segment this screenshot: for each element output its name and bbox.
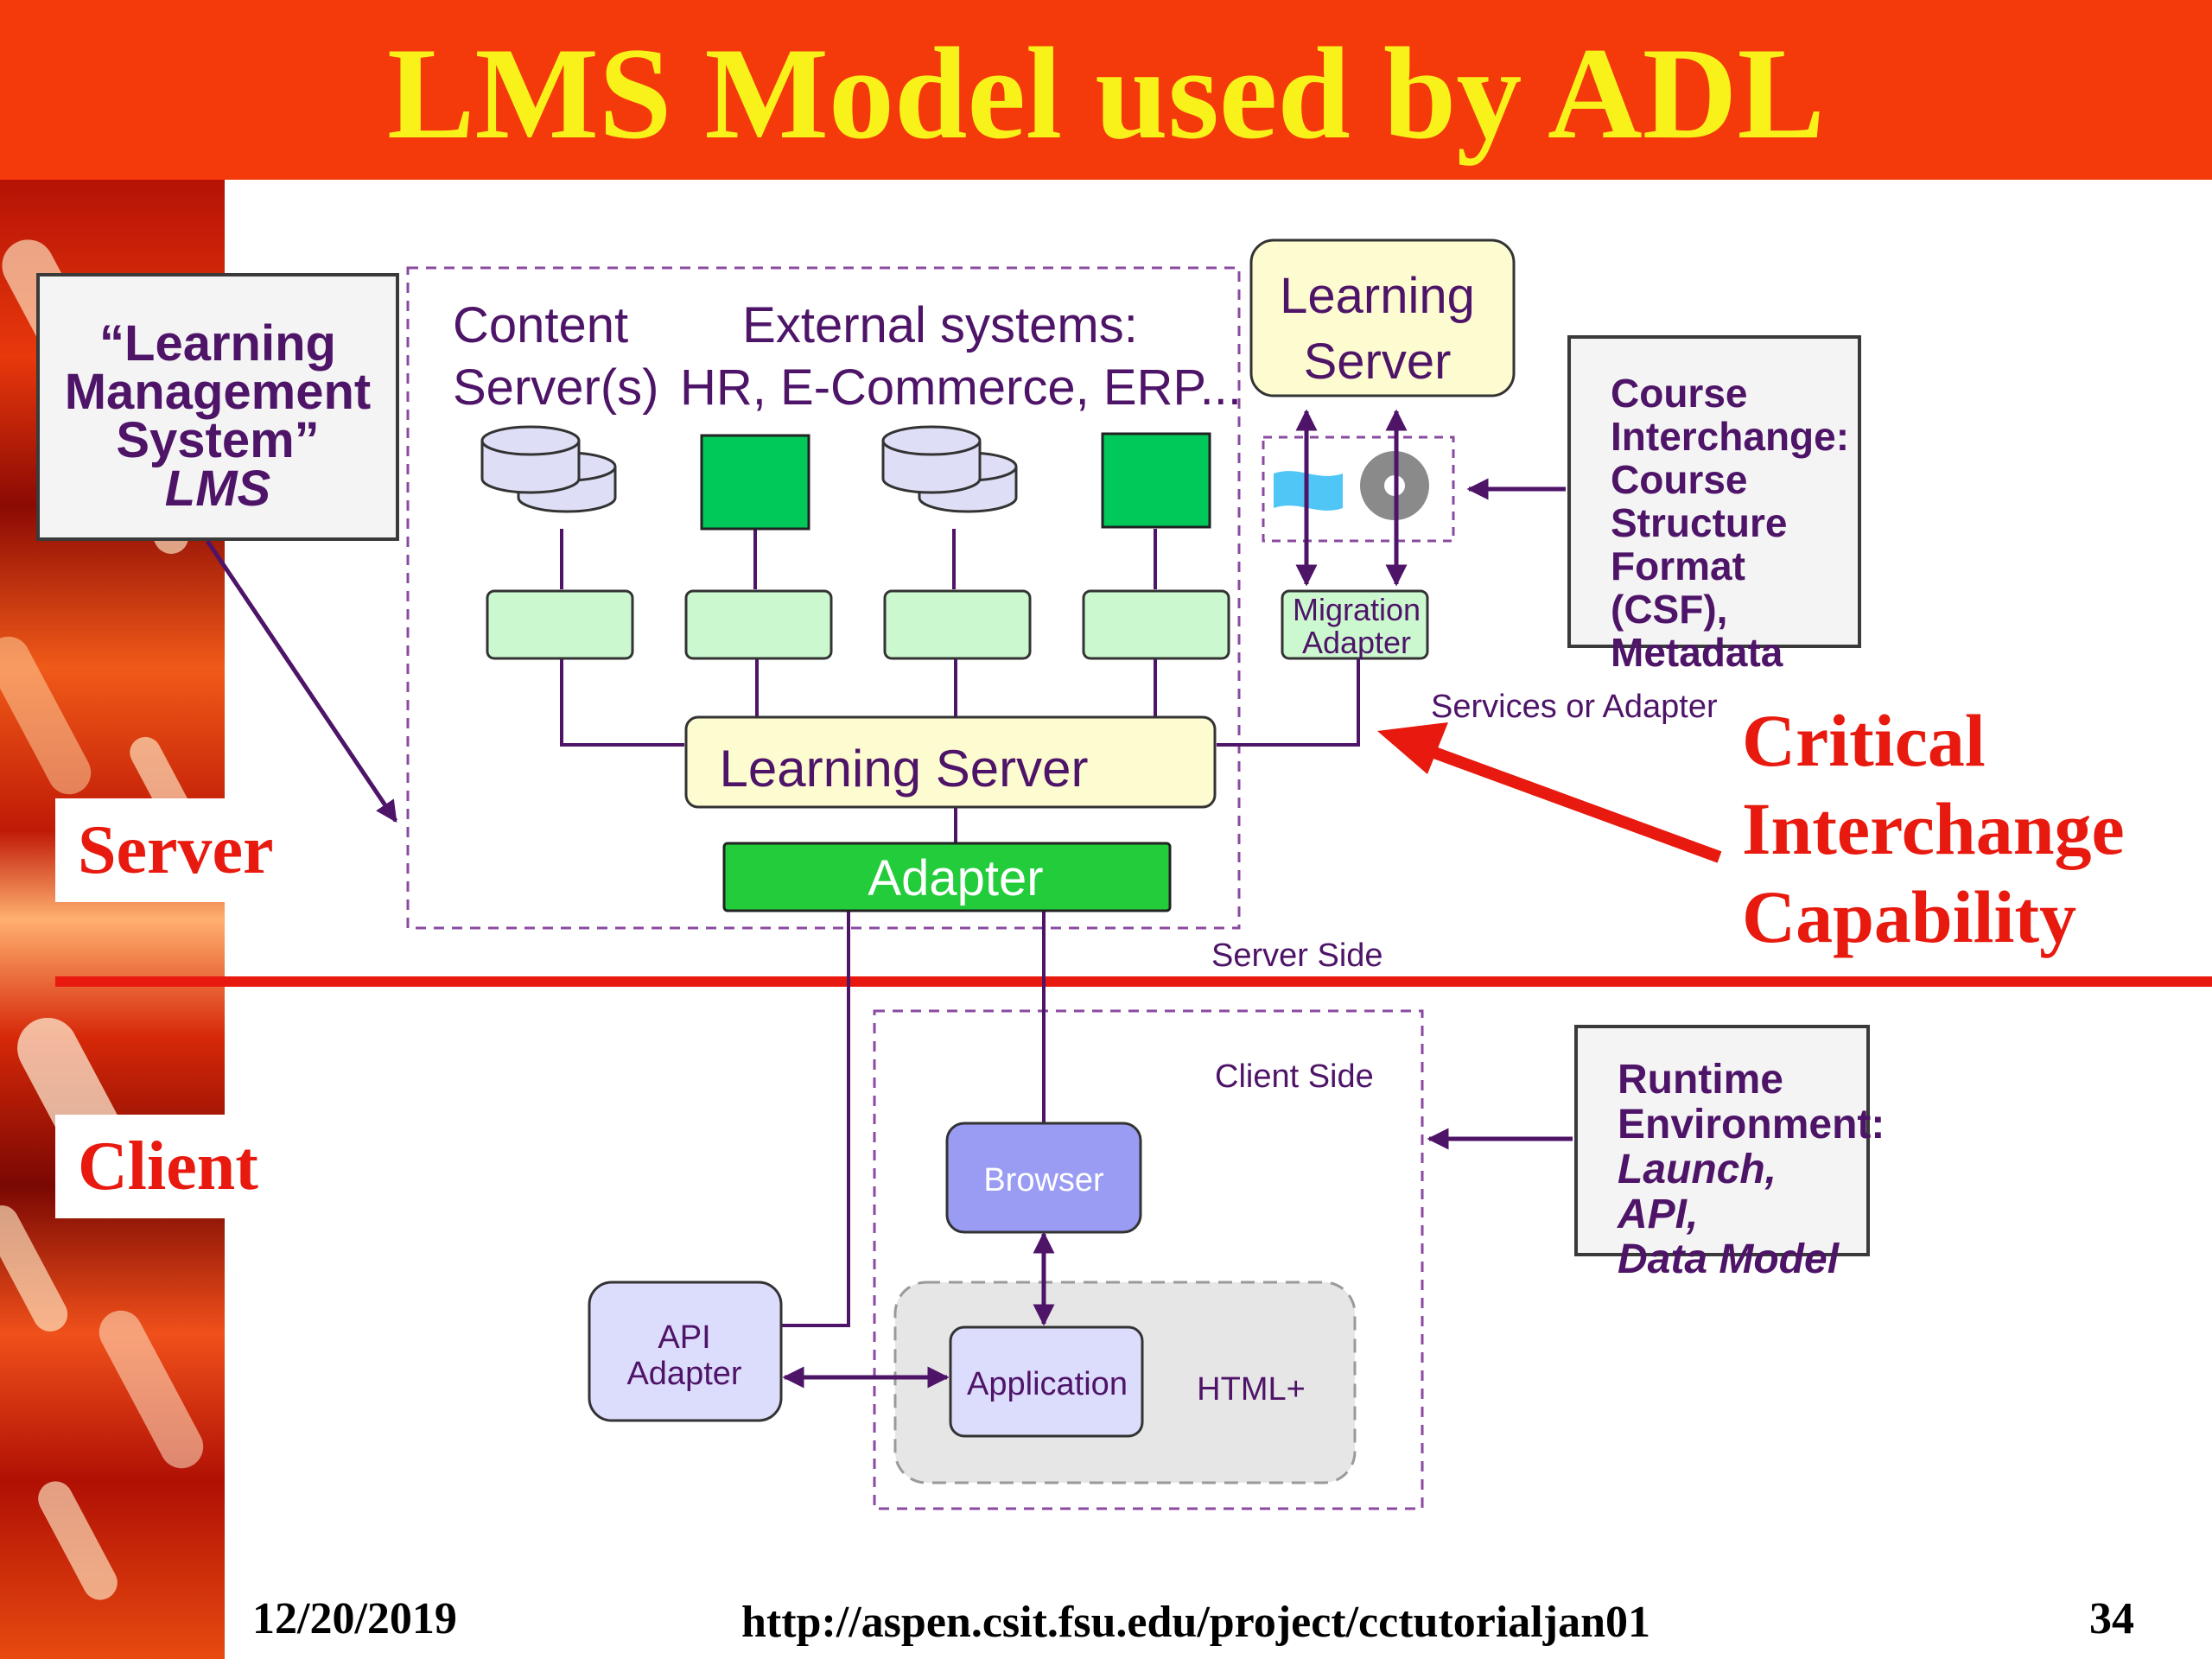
lms-pointer-arrow [205,539,398,823]
services-or-adapter-label: Services or Adapter [1431,689,1718,725]
connector-adapter-api [781,911,850,1327]
critical-line-2: Interchange [1742,787,2125,870]
learning-server-main-box [684,715,1217,809]
application-label: Application [967,1366,1128,1402]
api-adapter-line-2: Adapter [626,1356,741,1392]
adapter-box [722,842,1172,912]
service-box-4 [1082,589,1230,660]
migration-adapter-line-2: Adapter [1302,625,1411,660]
server-label: Server [55,798,309,902]
api-adapter-line-1: API [658,1319,710,1356]
course-line-6: Metadata [1611,630,1783,675]
server-side-label: Server Side [1211,938,1383,974]
connector-box1-ls [560,658,684,747]
lms-box: “Learning Management System” LMS [36,273,399,541]
connector-migration-ls [1217,658,1360,747]
content-servers-line-2: Server(s) [453,359,658,416]
external-systems-line-1: External systems: [742,297,1138,353]
html-plus-label: HTML+ [1197,1371,1306,1408]
course-line-3: Course [1611,457,1748,502]
migration-adapter-box [1281,589,1429,660]
learning-server-top-box [1249,238,1516,397]
runtime-environment-box: Runtime Environment: Launch, API, Data M… [1574,1025,1885,1282]
runtime-line-2: Environment: [1618,1102,1885,1147]
migration-package-frame [1262,435,1455,543]
client-dashed-frame [873,1009,1424,1510]
api-adapter-box [588,1281,783,1422]
service-box-2 [684,589,833,660]
learning-server-top-line-2: Server [1304,334,1452,390]
application-box [949,1325,1144,1438]
critical-arrow [1406,737,1722,863]
database-icon-2 [881,425,1018,513]
footer-url: http://aspen.csit.fsu.edu/project/cctuto… [741,1598,1650,1647]
critical-line-3: Capability [1742,875,2077,958]
browser-box [945,1122,1142,1234]
learning-server-top-line-1: Learning [1280,268,1475,324]
external-systems-line-2: HR, E-Commerce, ERP... [680,359,1242,416]
slide-title: LMS Model used by ADL [387,21,1825,166]
runtime-line-3: Launch, API, [1618,1147,1777,1237]
lms-line-3: System” [116,412,320,468]
migration-adapter-line-1: Migration [1293,592,1421,627]
lms-line-4: LMS [164,461,271,517]
client-label: Client [55,1115,292,1218]
runtime-line-1: Runtime [1618,1057,1783,1103]
course-interchange-box: Course Interchange: Course Structure For… [1567,335,1861,674]
browser-label: Browser [983,1162,1104,1198]
adapter-label: Adapter [868,850,1043,906]
database-icon-1 [480,425,617,513]
external-system-box-1 [700,434,810,531]
critical-line-1: Critical [1742,699,1986,782]
lms-line-2: Management [64,364,372,420]
course-line-4: Structure [1611,500,1788,545]
critical-arrowhead [1377,722,1448,774]
client-side-label: Client Side [1215,1058,1374,1095]
title-bar [0,0,2212,180]
course-line-5: Format (CSF), [1611,543,1745,632]
critical-interchange-label: Critical Interchange Capability [1742,696,2191,961]
service-box-1 [486,589,634,660]
course-line-2: Interchange: [1611,414,1850,459]
page-number: 34 [2089,1594,2134,1643]
content-servers-line-1: Content [453,297,628,353]
server-dashed-frame [406,266,1241,930]
lms-line-1: “Learning [99,315,336,372]
service-box-3 [883,589,1032,660]
external-system-box-2 [1101,432,1211,529]
runtime-line-4: Data Model [1618,1236,1840,1282]
footer-date: 12/20/2019 [252,1594,457,1643]
learning-server-main-label: Learning Server [720,740,1089,798]
course-line-1: Course [1611,371,1748,416]
